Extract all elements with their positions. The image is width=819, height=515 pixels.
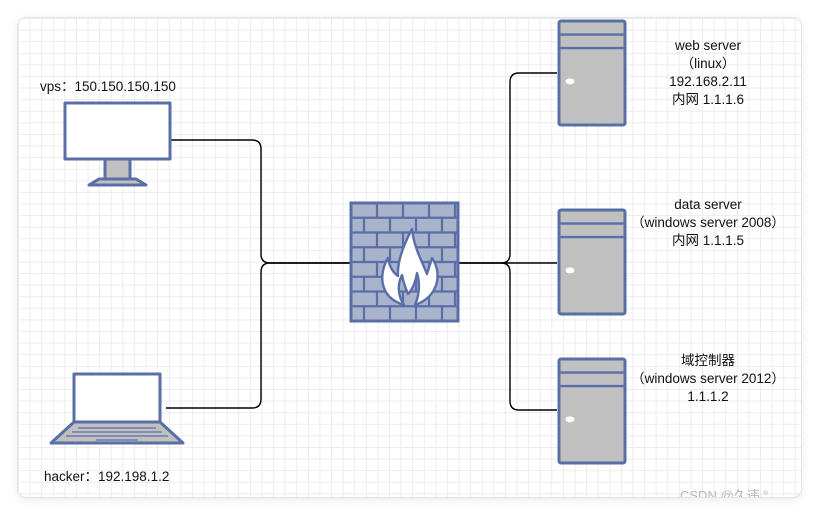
domain-controller-icon: [557, 357, 627, 465]
web-server-label: web server （linux） 192.168.2.11 内网 1.1.1…: [608, 37, 801, 109]
laptop-icon: [49, 372, 185, 445]
domain-controller-ip: 1.1.1.2: [687, 389, 729, 404]
data-server-os: （windows server 2008）: [631, 215, 785, 230]
vps-label: vps：150.150.150.150: [40, 79, 176, 94]
edge-hacker-firewall: [166, 262, 351, 409]
domain-controller-label: 域控制器 （windows server 2012） 1.1.1.2: [608, 352, 801, 406]
edge-vps-firewall: [170, 139, 351, 264]
hacker-label: hacker：192.198.1.2: [44, 469, 170, 484]
data-server-intranet-ip: 内网 1.1.1.5: [671, 233, 745, 248]
monitor-icon: [63, 101, 172, 187]
web-server-ip: 192.168.2.11: [669, 74, 747, 89]
web-server-icon: [557, 19, 627, 127]
edge-firewall-webserver: [458, 72, 557, 264]
web-server-intranet-ip: 内网 1.1.1.6: [671, 92, 745, 107]
domain-controller-os: （windows server 2012）: [631, 371, 785, 386]
edge-firewall-domaincontroller: [500, 262, 557, 411]
domain-controller-name: 域控制器: [681, 353, 735, 368]
firewall-icon: [349, 201, 460, 323]
watermark: CSDN @久违 °: [680, 488, 769, 497]
data-server-icon: [557, 208, 627, 316]
web-server-os: （linux）: [680, 56, 736, 71]
diagram-canvas: vps：150.150.150.150 hacker：192.198.1.2 w…: [18, 18, 801, 497]
diagram-svg: [49, 19, 627, 465]
data-server-label: data server （windows server 2008） 内网 1.1…: [608, 196, 801, 250]
data-server-name: data server: [674, 197, 742, 212]
web-server-name: web server: [674, 38, 742, 53]
connectors: [166, 72, 557, 411]
